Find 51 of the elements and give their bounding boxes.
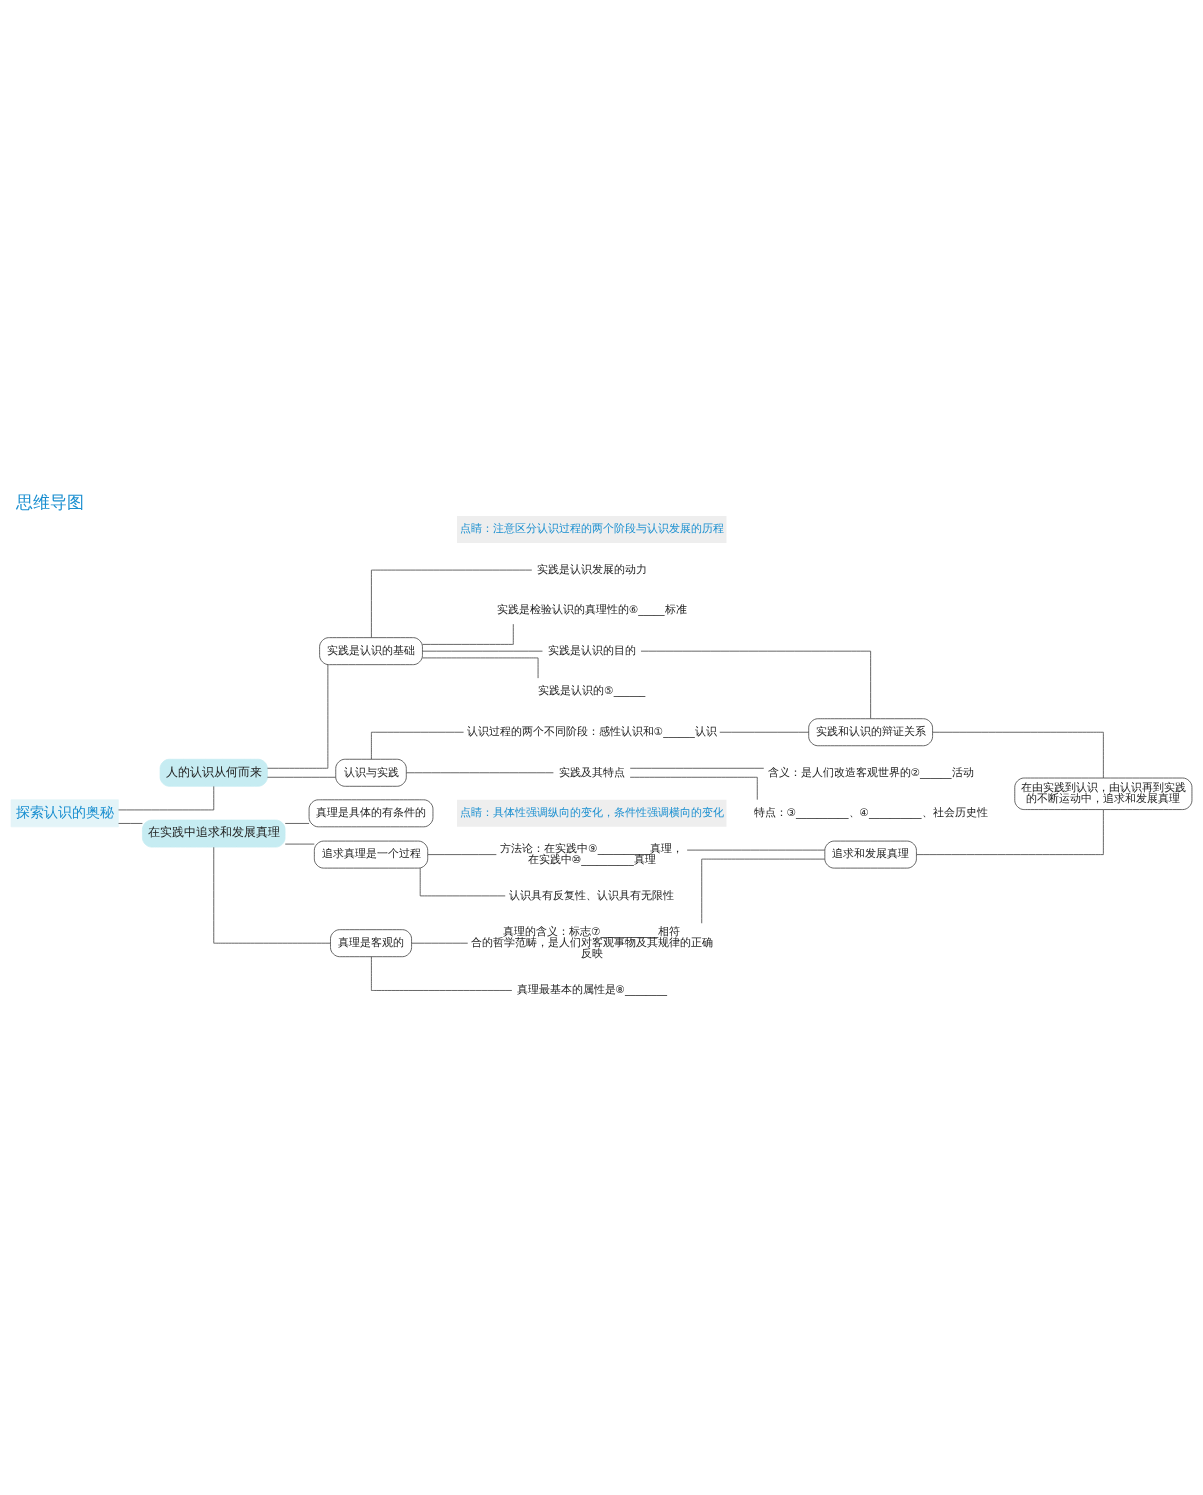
node-box: 在实践中追求和发展真理 [142, 819, 286, 847]
connector [640, 650, 871, 719]
label: 点睛：注意区分认识过程的两个阶段与认识发展的历程 [459, 521, 724, 534]
node-text: 实践是认识的⑤______ [538, 683, 646, 696]
connector [284, 822, 310, 824]
connector [284, 843, 315, 844]
node-text: 特点：③__________、④__________、社会历史性 [753, 805, 988, 818]
node-text: 真理最基本的属性是⑧________ [516, 982, 667, 995]
connector [629, 767, 765, 769]
node-box: 在由实践到认识，由认识再到实践的不断运动中，追求和发展真理 [1014, 777, 1193, 810]
connector [686, 849, 826, 850]
node-box: 实践和认识的辩证关系 [808, 717, 933, 746]
connector [118, 785, 215, 810]
connector [932, 731, 1104, 778]
node-text: 实践是认识的目的 [547, 643, 636, 656]
node-box: 追求和发展真理 [824, 840, 917, 868]
node-text: 真理的含义：标志⑦___________相符合的哲学范畴，是人们对客观事物及其规律的正确反映 [470, 924, 713, 959]
connector [422, 650, 543, 652]
connector [701, 858, 826, 924]
node-text: 实践是认识发展的动力 [536, 562, 647, 575]
node-text: 认识过程的两个不同阶段：感性认识和①______认识 [466, 724, 717, 737]
connector [916, 808, 1104, 855]
node-box: 认识与实践 [335, 758, 407, 787]
connector [411, 942, 469, 944]
label: 点睛：具体性强调纵向的变化，条件性强调横向的变化 [459, 805, 724, 818]
connector [118, 822, 143, 824]
node-text: 实践是检验认识的真理性的⑥_____标准 [496, 602, 687, 615]
node-box: 人的认识从何而来 [159, 758, 268, 787]
connector [213, 846, 331, 944]
node-text: 含义：是人们改造客观世界的②______活动 [767, 765, 974, 778]
connector [629, 776, 758, 800]
connector [422, 657, 539, 679]
diagram-title: 思维导图 [16, 492, 85, 512]
connector [719, 731, 810, 733]
node-text: 实践及其特点 [558, 765, 625, 778]
node-box: 追求真理是一个过程 [313, 840, 429, 868]
node-text: 方法论：在实践中⑨__________真理，在实践中⑩__________真理 [500, 841, 684, 865]
connector [427, 853, 497, 855]
node-box: 真理是客观的 [330, 928, 412, 957]
node-box: 探索认识的奥秘 [10, 798, 119, 827]
connector [406, 771, 554, 773]
connector [422, 623, 514, 645]
node-box: 真理是具体的有条件的 [308, 798, 434, 827]
node-box: 实践是认识的基础 [319, 636, 423, 665]
connector [371, 956, 513, 991]
connector [419, 867, 506, 896]
connector [371, 731, 464, 759]
node-text: 认识具有反复性、认识具有无限性 [509, 888, 675, 901]
connector [371, 569, 533, 638]
connector [267, 776, 336, 778]
connector [267, 663, 329, 769]
